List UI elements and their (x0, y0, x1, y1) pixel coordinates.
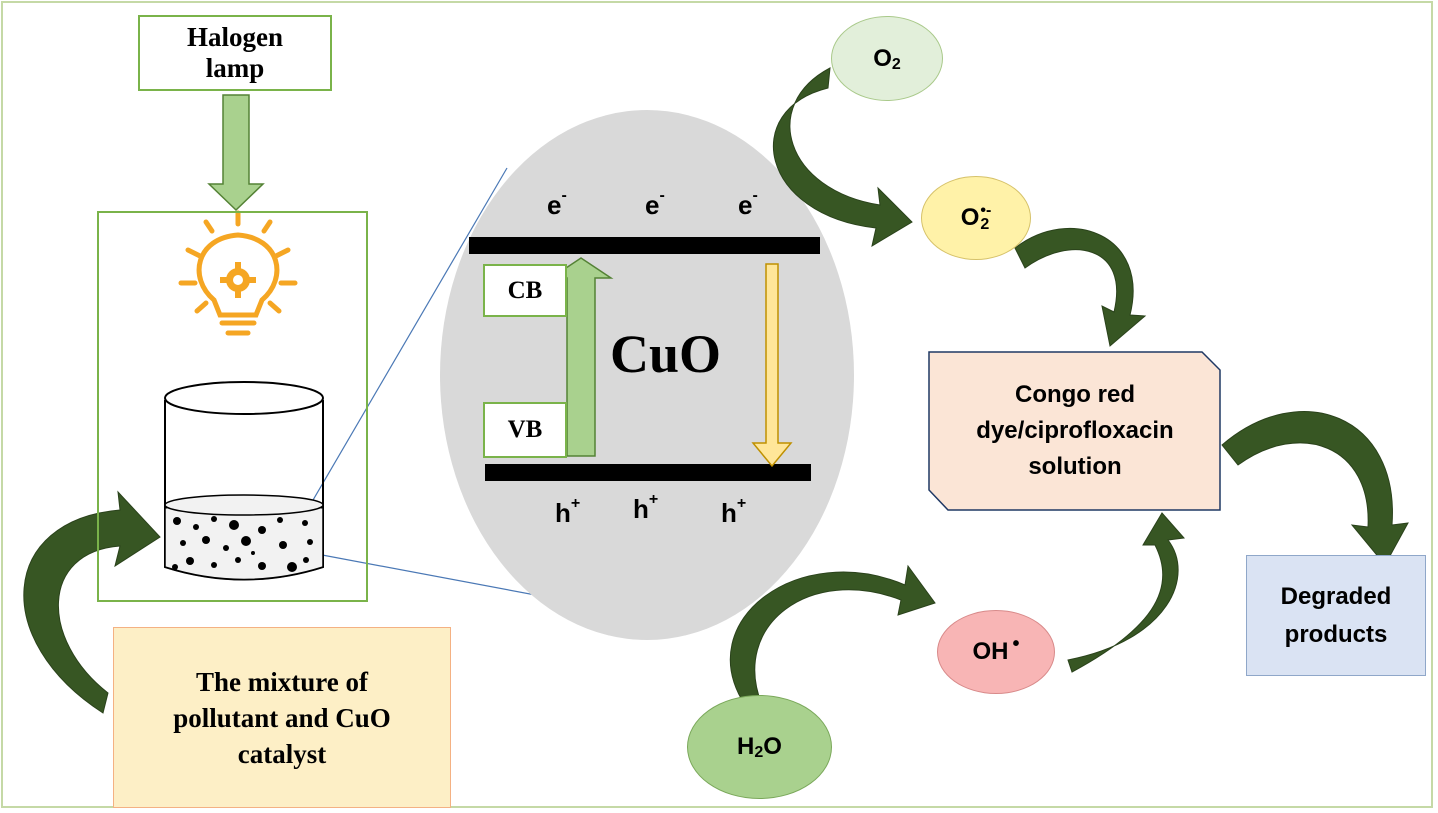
conduction-band-label: CB (483, 264, 567, 317)
hole-1: h+ (555, 495, 581, 528)
solution-line3: solution (1028, 453, 1122, 480)
mixture-label-line2: pollutant and CuO (173, 702, 391, 733)
degraded-line1: Degraded (1280, 582, 1392, 610)
mixture-label-line3: catalyst (237, 738, 327, 769)
hole-2: h+ (633, 491, 659, 524)
mixture-label-line1: The mixture of (196, 666, 368, 697)
curved-arrow-water (730, 564, 936, 706)
solution-line1: Congo red (1014, 381, 1135, 408)
halogen-lamp-label-line1: Halogen (186, 22, 283, 52)
solution-box-shape (928, 351, 1221, 511)
electron-2: e- (645, 187, 665, 220)
cuo-label: CuO (610, 324, 722, 384)
hole-3: h+ (721, 495, 747, 528)
solution-line2: dye/ciprofloxacin (976, 417, 1174, 444)
superoxide-radical-oval: O•-2 (921, 176, 1031, 260)
light-bulb-icon (178, 210, 298, 336)
valence-band-line (485, 464, 811, 481)
electron-3: e- (738, 187, 758, 220)
halogen-lamp-label-line2: lamp (205, 53, 265, 83)
electron-1: e- (547, 187, 567, 220)
pollutant-solution-label: Congo red dye/ciprofloxacin solution (930, 352, 1220, 510)
hydroxyl-radical-oval: OH• (937, 610, 1055, 694)
curved-arrow-mixture (23, 490, 161, 714)
degraded-products-box: Degraded products (1246, 555, 1426, 676)
curved-arrow-o2 (773, 67, 913, 248)
degraded-line2: products (1284, 620, 1388, 648)
curved-arrow-hydroxyl (1067, 512, 1185, 673)
conduction-band-line (469, 237, 820, 254)
beaker-icon (164, 381, 324, 581)
valence-band-label: VB (483, 402, 567, 458)
catalyst-particles (172, 516, 313, 572)
curved-arrow-superoxide (1014, 227, 1147, 347)
mixture-box: The mixture of pollutant and CuO catalys… (113, 627, 451, 808)
gear-icon (220, 262, 256, 298)
recombination-arrow-down (751, 263, 793, 468)
reactor-frame (97, 211, 368, 602)
lamp-down-arrow (207, 94, 265, 212)
curved-arrow-solution (1221, 411, 1409, 566)
halogen-lamp-box: Halogen lamp (138, 15, 332, 91)
